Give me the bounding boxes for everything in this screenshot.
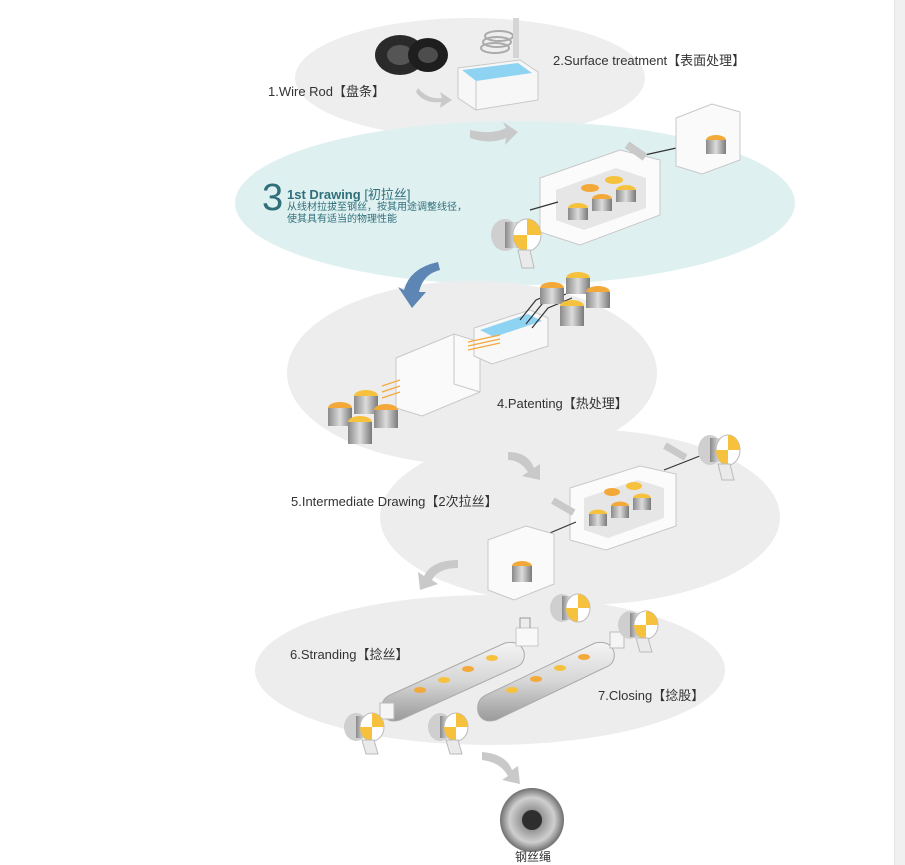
step-3-description: 从线材拉拔至钢丝，按其用途调整线径， 使其具有适当的物理性能 (287, 202, 467, 226)
step-2-label: 2.Surface treatment【表面处理】 (553, 53, 746, 68)
step-3-title: 1st Drawing [初拉丝] (287, 184, 411, 203)
stranding-take-up-reel-icon (550, 593, 591, 623)
step-6-label: 6.Stranding【捻丝】 (290, 647, 409, 662)
step-3-desc-line-2: 使其具有适当的物理性能 (287, 214, 397, 225)
patenting-coils-in-icon (328, 390, 398, 444)
step-3-number: 3 (262, 177, 284, 219)
intermediate-pay-off-icon (487, 525, 555, 601)
product-label: 钢丝绳 (515, 850, 552, 864)
patenting-coils-out-icon (540, 272, 610, 326)
step-3-desc-line-1: 从线材拉拔至钢丝，按其用途调整线径， (287, 202, 467, 213)
stranding-reel-icon (344, 712, 385, 755)
page-scrollbar[interactable] (894, 0, 905, 865)
stranding-machine-icon (379, 617, 539, 722)
pay-off-stand-icon (675, 103, 741, 175)
arrow-5-to-6-icon (418, 560, 458, 590)
arrow-3-to-4-icon (398, 262, 440, 308)
step-3-title-en: 1st Drawing (287, 187, 361, 202)
closing-reel-in-icon (428, 712, 469, 755)
intermediate-drawing-machine-icon (544, 442, 711, 551)
closing-machine-icon (477, 631, 625, 722)
take-up-reel-icon (491, 218, 542, 269)
intermediate-take-up-icon (698, 434, 741, 481)
step-1-label: 1.Wire Rod【盘条】 (268, 84, 386, 99)
step-5-label: 5.Intermediate Drawing【2次拉丝】 (291, 494, 498, 509)
closing-take-up-reel-icon (618, 610, 659, 653)
wire-rod-coil-icon (375, 35, 448, 75)
wire-rope-coil-icon (500, 788, 564, 852)
arrow-7-to-product-icon (482, 752, 520, 784)
step-4-label: 4.Patenting【热处理】 (497, 396, 628, 411)
first-drawing-machine-icon (529, 139, 711, 246)
patenting-furnace-icon (381, 289, 573, 417)
step-3-title-cn: [初拉丝] (364, 187, 411, 202)
surface-treatment-tank-icon (457, 18, 539, 111)
arrow-1-to-2-icon (416, 88, 452, 108)
arrow-4-to-5-icon (508, 452, 540, 480)
step-7-label: 7.Closing【捻股】 (598, 688, 705, 703)
arrow-2-to-3-icon (470, 122, 518, 145)
